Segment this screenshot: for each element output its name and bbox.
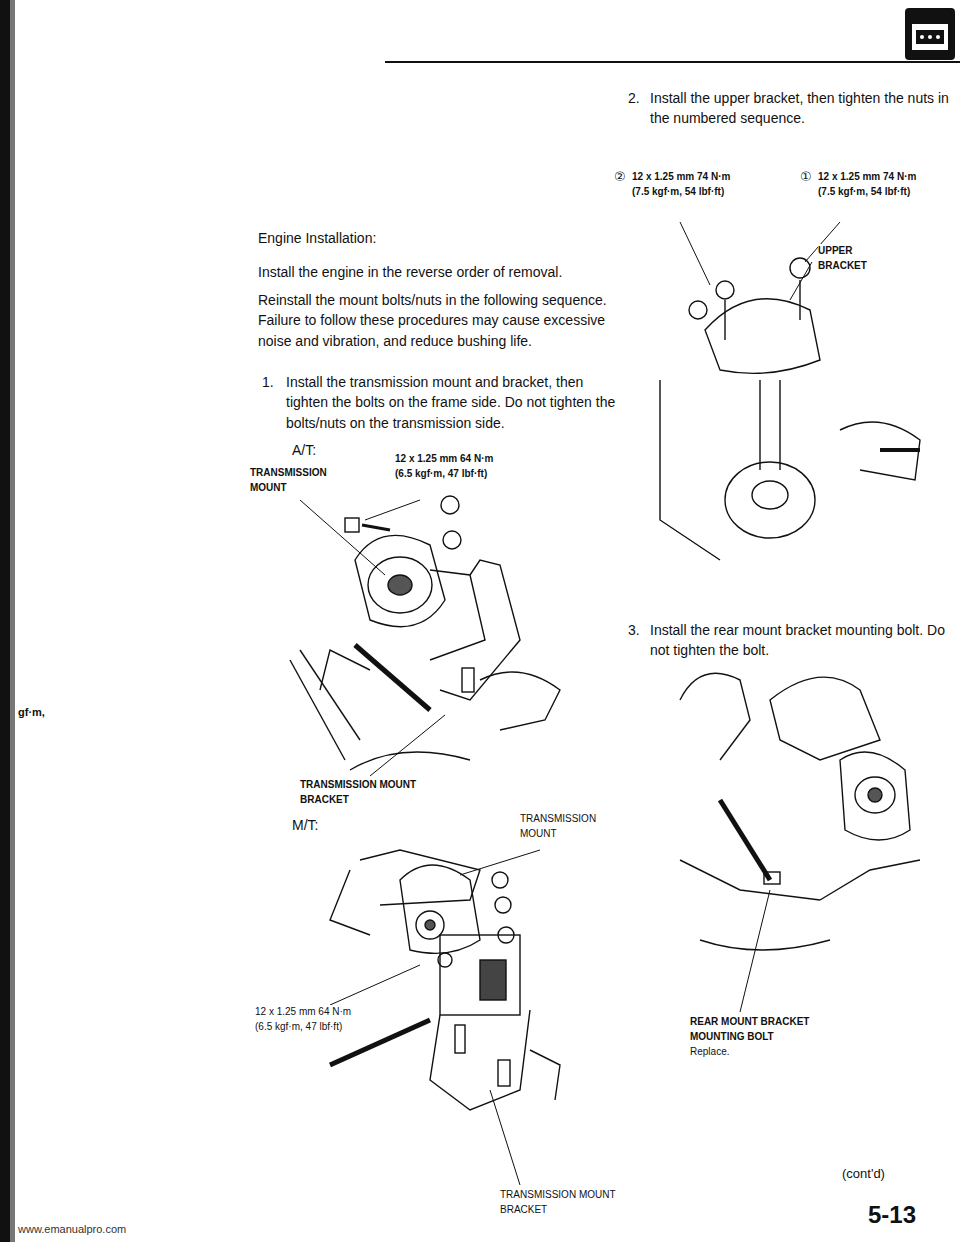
upper-bracket-illustration [660,222,920,560]
section-heading: Engine Installation: [258,228,376,248]
page-spine-shade [10,0,15,1242]
mt-mount-illustration [330,850,560,1185]
step-number: 3. [628,620,640,640]
part-name: TRANSMISSION MOUNT BRACKET [300,778,440,807]
torque-spec: 12 x 1.25 mm 64 N·m (6.5 kgf·m, 47 lbf·f… [255,1005,355,1034]
part-note: Replace. [690,1045,729,1060]
engine-icon [905,8,955,60]
torque-spec: 12 x 1.25 mm 74 N·m (7.5 kgf·m, 54 lbf·f… [818,170,923,199]
step-number: 2. [628,88,640,108]
part-name: TRANSMISSION MOUNT BRACKET [500,1188,630,1217]
variant-label: M/T: [292,815,318,835]
step-text: Install the upper bracket, then tighten … [650,88,950,129]
callout-number: ② [614,168,626,187]
rear-mount-illustration [680,673,920,1012]
torque-spec: 12 x 1.25 mm 74 N·m (7.5 kgf·m, 54 lbf·f… [632,170,737,199]
header-rule [385,61,960,63]
body-text: Reinstall the mount bolts/nuts in the fo… [258,290,626,351]
page-spine [0,0,10,1242]
step-text: Install the rear mount bracket mounting … [650,620,950,661]
part-name: TRANSMISSION MOUNT [520,812,620,841]
at-mount-illustration [290,496,560,776]
part-name: UPPER BRACKET [818,244,898,273]
torque-spec: 12 x 1.25 mm 64 N·m (6.5 kgf·m, 47 lbf·f… [395,452,510,481]
part-name: TRANSMISSION MOUNT [250,466,342,495]
watermark: www.emanualpro.com [18,1222,126,1238]
cut-text: gf·m, [18,705,45,721]
body-text: Install the engine in the reverse order … [258,262,623,282]
step-number: 1. [262,372,274,392]
variant-label: A/T: [292,440,316,460]
page-number: 5-13 [868,1198,916,1233]
callout-number: ① [800,168,812,187]
continued-note: (cont'd) [842,1165,885,1184]
step-text: Install the transmission mount and brack… [286,372,626,433]
part-name: REAR MOUNT BRACKET MOUNTING BOLT [690,1015,830,1044]
